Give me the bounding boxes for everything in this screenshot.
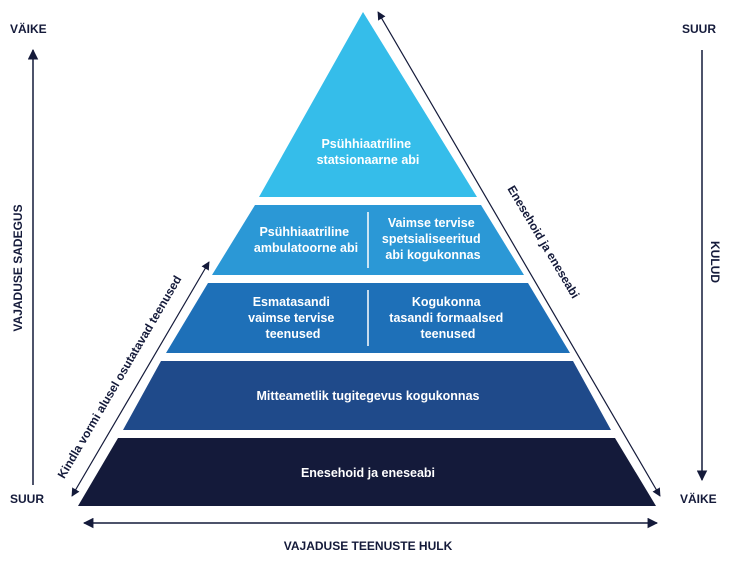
label-second-right: Vaimse tervise spetsialiseeritud abi kog… <box>382 216 484 262</box>
right-axis-top-label: SUUR <box>682 22 716 36</box>
right-axis-bottom-label: VÄIKE <box>680 491 717 506</box>
left-axis-bottom-label: SUUR <box>10 492 44 506</box>
right-side-arrow <box>377 11 661 497</box>
right-axis-title: KULUD <box>708 241 722 283</box>
label-base: Enesehoid ja eneseabi <box>301 466 435 480</box>
left-side-arrow <box>71 261 210 497</box>
left-axis-title: VAJADUSE SADEGUS <box>11 204 25 331</box>
level-top <box>259 12 477 197</box>
label-third-left: Esmatasandi vaimse tervise teenused <box>248 295 338 341</box>
label-fourth: Mitteametlik tugitegevus kogukonnas <box>257 389 480 403</box>
left-axis-top-label: VÄIKE <box>10 21 47 36</box>
label-second-left: Psühhiaatriline ambulatoorne abi <box>254 225 358 255</box>
bottom-axis-title: VAJADUSE TEENUSTE HULK <box>284 539 453 553</box>
